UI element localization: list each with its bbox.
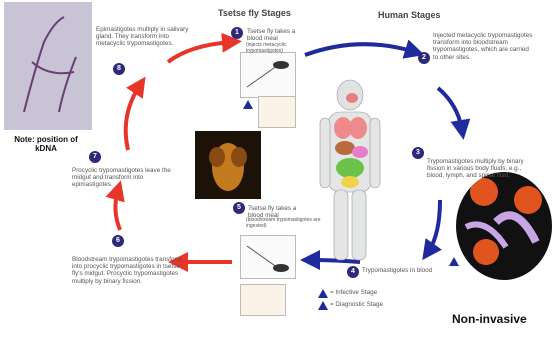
legend-diagnostic-label: = Diagnostic Stage	[330, 301, 383, 308]
human-stages-header: Human Stages	[378, 10, 468, 20]
step-1-subtitle: (injects metacyclic trypomastigotes)	[246, 43, 316, 55]
infective-stage-icon: i	[318, 289, 328, 298]
step-5-subtitle: (bloodstream trypomastigotes are ingeste…	[246, 218, 321, 230]
tsetse-fly-photo	[195, 131, 261, 199]
blood-sample-frame-top	[258, 96, 296, 128]
micrograph-trypanosomes	[4, 2, 92, 130]
tsetse-stages-header: Tsetse fly Stages	[218, 8, 318, 18]
step-8-text: Epimastigotes multiply in salivary gland…	[96, 26, 194, 48]
blood-smear-photo	[456, 172, 552, 280]
arrow-7-to-8	[126, 85, 140, 150]
step-6-text: Bloodstream trypomastigotes transform in…	[72, 256, 184, 285]
step-badge-8: 8	[113, 63, 125, 75]
step-4-text: Trypomastigotes in blood	[362, 267, 472, 274]
legend: i = Infective Stage d = Diagnostic Stage	[318, 288, 418, 314]
diagnostic-stage-icon: d	[318, 301, 328, 310]
step-3-text: Trypomastigotes multiply by binary fissi…	[427, 158, 530, 180]
non-invasive-note: Non-invasive	[452, 313, 552, 327]
kdna-note: Note: position of kDNA	[14, 135, 78, 153]
step-2-text: Injected metacyclic trypomastigotes tran…	[433, 32, 535, 61]
step-1-title: Tsetse fly takes a blood meal	[247, 28, 307, 42]
step-badge-2: 2	[418, 52, 430, 64]
step-badge-3: 3	[412, 147, 424, 159]
step-badge-7: 7	[89, 151, 101, 163]
human-body-figure	[320, 80, 380, 260]
diagnostic-marker-step4	[449, 257, 459, 266]
blood-sample-frame-bottom	[240, 284, 286, 316]
fly-biting-frame-top	[240, 52, 296, 98]
arrow-3-to-4	[428, 200, 440, 252]
infective-marker-step1	[243, 100, 253, 109]
step-badge-6: 6	[112, 235, 124, 247]
arrow-1-to-2	[305, 44, 415, 55]
arrow-2-to-3	[438, 88, 462, 130]
arrow-4-to-5	[310, 260, 360, 262]
step-7-text: Procyclic trypomastigotes leave the midg…	[72, 167, 172, 189]
step-badge-5: 5	[233, 202, 245, 214]
step-badge-1: 1	[231, 27, 243, 39]
step-badge-4: 4	[347, 266, 359, 278]
arrow-6-to-7	[115, 190, 120, 230]
fly-biting-frame-bottom	[240, 235, 296, 279]
legend-infective-label: = Infective Stage	[330, 289, 377, 296]
